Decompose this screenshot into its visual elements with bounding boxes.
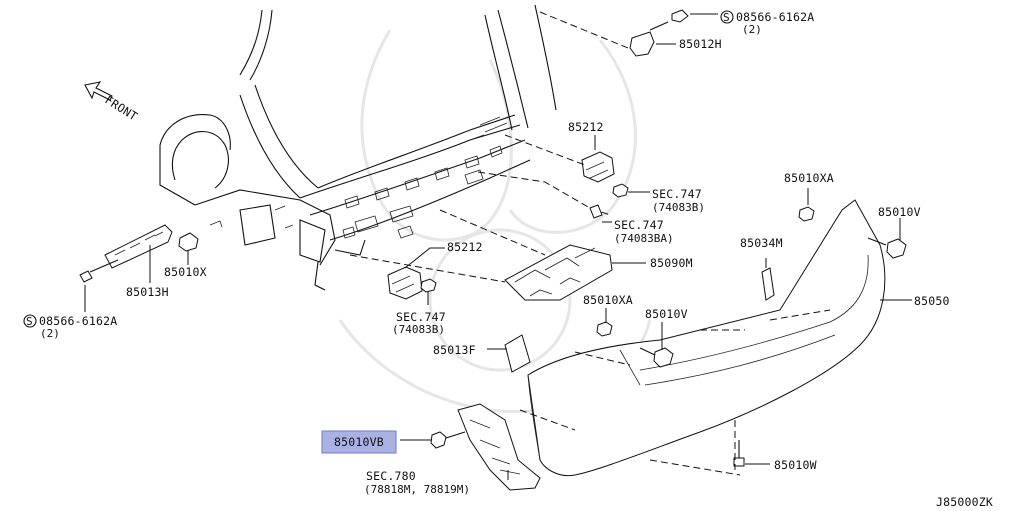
- label-sec780: SEC.780: [366, 469, 416, 483]
- pad-85013F: [487, 334, 531, 373]
- side-bracket-sec780: [457, 403, 541, 491]
- label-85212-upper: 85212: [568, 120, 604, 134]
- label-plate-85034M: [761, 258, 775, 301]
- label-sec780-ref: (78818M, 78819M): [364, 483, 470, 496]
- label-85034M: 85034M: [740, 236, 783, 250]
- label-85050: 85050: [914, 294, 950, 308]
- label-85013H: 85013H: [126, 285, 169, 299]
- front-label: FRONT: [102, 93, 140, 124]
- clip-85010XA-mid: [596, 308, 613, 337]
- label-sec747-a: SEC.747: [652, 187, 702, 201]
- clip-85010W: [733, 440, 770, 467]
- label-85010X: 85010X: [164, 265, 207, 279]
- clip-85010XA-right: [798, 188, 815, 222]
- bolt-top: [649, 9, 718, 31]
- label-85013F: 85013F: [433, 343, 476, 357]
- callout-labels: S 08566-6162A (2) 85012H 85212 SEC.747 (…: [23, 10, 993, 509]
- energy-absorber-85090M: [504, 244, 646, 301]
- label-85010XA-right: 85010XA: [784, 171, 834, 185]
- front-arrow-icon: [84, 81, 113, 101]
- vehicle-body: [159, 4, 557, 291]
- label-85010V-mid: 85010V: [645, 307, 688, 321]
- bumper-rubber-lower: [387, 247, 445, 300]
- bracket-85013H: [104, 224, 173, 283]
- highlight-box: [321, 430, 397, 454]
- label-sec747-b: SEC.747: [614, 218, 664, 232]
- bolt-left: [79, 259, 119, 312]
- label-85010V-right: 85010V: [878, 205, 921, 219]
- label-bolt-top-qty: (2): [742, 23, 762, 36]
- sec747-clip-c: [420, 278, 437, 305]
- label-bolt-top-code: 08566-6162A: [736, 10, 814, 24]
- label-sec747-c-ref: (74083B): [392, 323, 445, 336]
- sec747-clip-b: [589, 204, 612, 223]
- special-bolt-icon-left: [23, 314, 37, 328]
- label-85212-lower: 85212: [447, 240, 483, 254]
- svg-text:S: S: [723, 11, 730, 24]
- sec747-clip-a: [612, 183, 650, 198]
- special-bolt-icon: [720, 10, 734, 24]
- label-bolt-left-code: 08566-6162A: [39, 314, 117, 328]
- label-85010W: 85010W: [774, 458, 817, 472]
- label-sec747-a-ref: (74083B): [652, 201, 705, 214]
- bolt-85010VB: [400, 431, 466, 449]
- clip-85010X: [178, 232, 199, 265]
- label-sec747-b-ref: (74083BA): [614, 232, 674, 245]
- label-85012H: 85012H: [679, 37, 722, 51]
- bumper-fascia-85050: [527, 199, 912, 477]
- svg-text:S: S: [26, 315, 33, 328]
- bumper-rubber-upper: [581, 135, 615, 183]
- label-sec747-c: SEC.747: [396, 310, 446, 324]
- diagram-id: J85000ZK: [936, 495, 993, 509]
- bolt-85010V-right: [867, 218, 907, 259]
- label-85090M: 85090M: [650, 256, 693, 270]
- label-bolt-left-qty: (2): [40, 327, 60, 340]
- label-85010VB[interactable]: 85010VB: [334, 435, 384, 449]
- clip-85012H: [629, 31, 676, 57]
- label-85010XA-mid: 85010XA: [583, 293, 633, 307]
- bolt-85010V-mid: [639, 322, 674, 368]
- front-direction-indicator: FRONT: [84, 81, 140, 124]
